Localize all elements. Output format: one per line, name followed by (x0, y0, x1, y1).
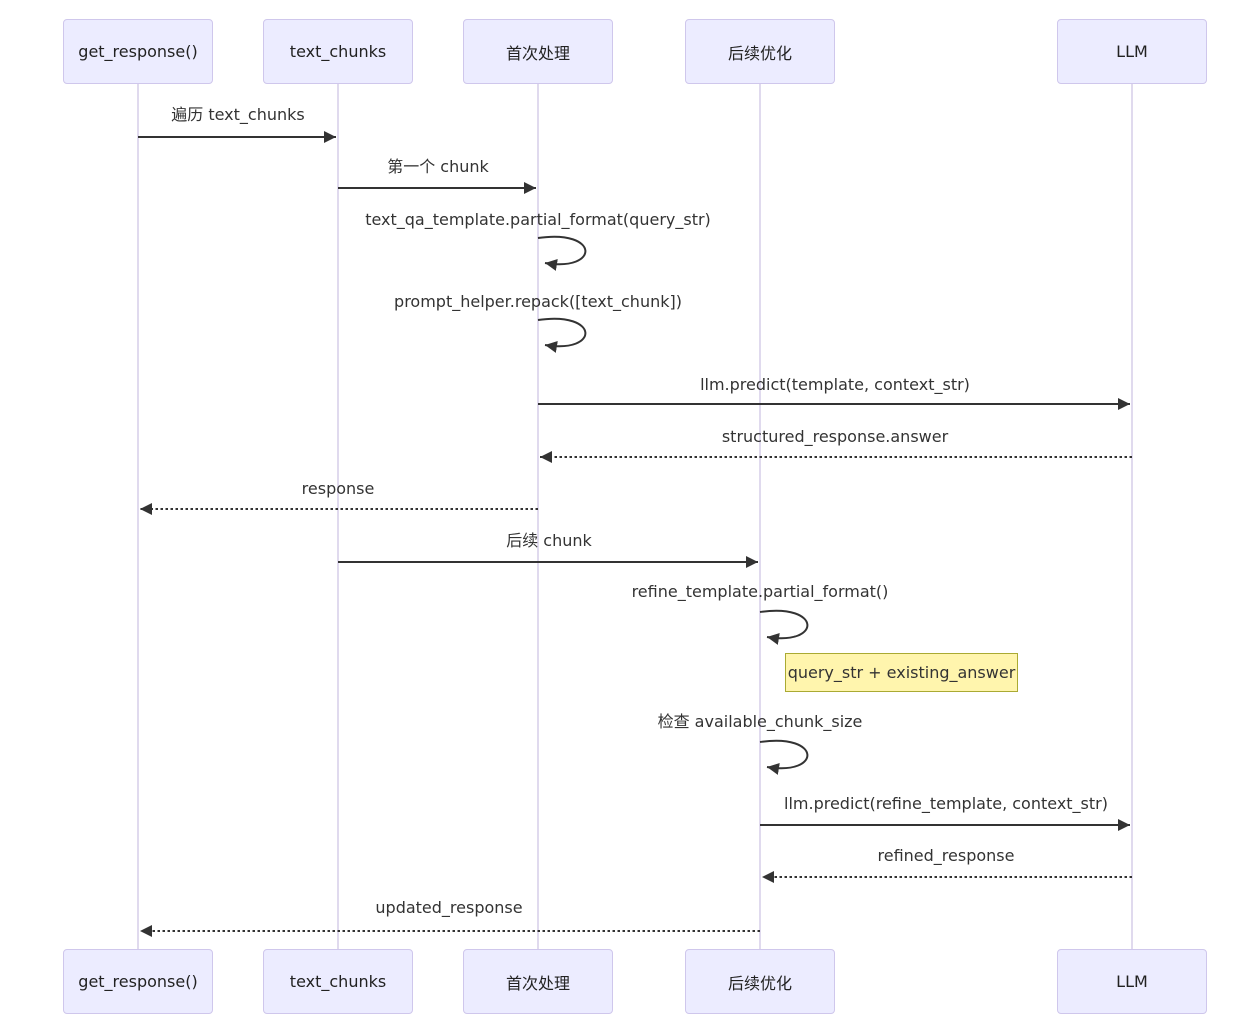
message-label-3: text_qa_template.partial_format(query_st… (365, 210, 711, 229)
participant-label: get_response() (78, 42, 198, 61)
message-label-4: prompt_helper.repack([text_chunk]) (394, 292, 682, 311)
self-loop-msg-11 (759, 739, 809, 775)
message-label-9: refine_template.partial_format() (631, 582, 889, 601)
participant-bottom-llm: LLM (1057, 949, 1207, 1014)
self-loop-msg-9 (759, 609, 809, 645)
participant-top-first-pass: 首次处理 (463, 19, 613, 84)
participant-label: 首次处理 (505, 43, 570, 63)
self-loop-msg-3 (537, 235, 587, 271)
note-label: query_str + existing_answer (787, 663, 1016, 682)
participant-label: 后续优化 (727, 973, 792, 993)
participant-top-text-chunks: text_chunks (263, 19, 413, 84)
note-box: query_str + existing_answer (785, 653, 1018, 692)
message-label-5: llm.predict(template, context_str) (700, 375, 970, 394)
participant-label: get_response() (78, 972, 198, 991)
message-label-14: updated_response (375, 898, 523, 917)
message-label-11: 检查 available_chunk_size (657, 712, 863, 731)
self-loop-msg-4 (537, 317, 587, 353)
participant-label: 后续优化 (727, 43, 792, 63)
participant-label: 首次处理 (505, 973, 570, 993)
participant-top-llm: LLM (1057, 19, 1207, 84)
participant-label: LLM (1116, 42, 1148, 61)
participant-bottom-first-pass: 首次处理 (463, 949, 613, 1014)
participant-top-get-response: get_response() (63, 19, 213, 84)
message-label-7: response (301, 479, 375, 498)
participant-bottom-get-response: get_response() (63, 949, 213, 1014)
message-label-12: llm.predict(refine_template, context_str… (784, 794, 1108, 813)
message-label-2: 第一个 chunk (387, 157, 489, 176)
participant-label: text_chunks (289, 42, 387, 61)
message-label-1: 遍历 text_chunks (171, 105, 305, 124)
participant-label: text_chunks (289, 972, 387, 991)
participant-label: LLM (1116, 972, 1148, 991)
participant-bottom-refine: 后续优化 (685, 949, 835, 1014)
message-label-8: 后续 chunk (506, 531, 592, 550)
message-label-13: refined_response (877, 846, 1015, 865)
message-label-6: structured_response.answer (721, 427, 949, 446)
participant-bottom-text-chunks: text_chunks (263, 949, 413, 1014)
participant-top-refine: 后续优化 (685, 19, 835, 84)
